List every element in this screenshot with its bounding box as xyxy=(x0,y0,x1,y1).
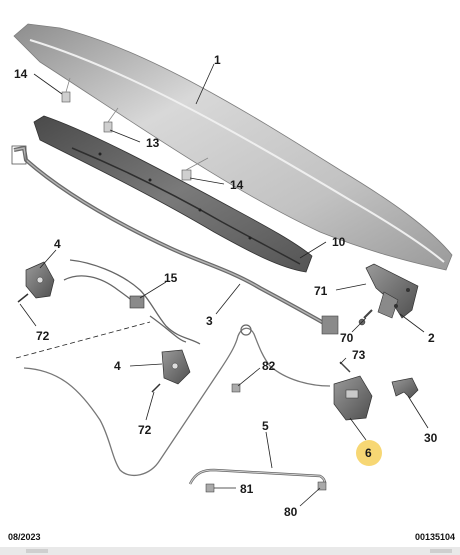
leader-82 xyxy=(237,367,261,387)
callout-2[interactable]: 2 xyxy=(428,331,435,345)
callout-4-upper[interactable]: 4 xyxy=(54,237,61,251)
leader-5 xyxy=(265,431,273,469)
leader-73 xyxy=(339,357,347,365)
bottom-tab-left xyxy=(26,549,48,553)
bonnet-buffer-clip-left[interactable] xyxy=(61,77,71,103)
leader-72a xyxy=(19,303,37,327)
dashed-link-line xyxy=(15,321,151,359)
diagram-reference-number: 00135104 xyxy=(414,532,455,542)
leader-10 xyxy=(299,241,327,259)
leader-15 xyxy=(139,281,167,299)
callout-82[interactable]: 82 xyxy=(262,359,276,373)
bottom-tab-right xyxy=(430,549,452,553)
leader-14b xyxy=(189,177,225,185)
leader-3 xyxy=(215,283,241,315)
callout-6[interactable]: 6 xyxy=(365,446,372,460)
leader-13 xyxy=(109,129,141,143)
callout-14-lower[interactable]: 14 xyxy=(230,178,244,192)
bonnet-panel[interactable] xyxy=(13,23,453,271)
callout-6-highlight xyxy=(356,440,382,466)
lock-bracket[interactable] xyxy=(391,377,419,399)
stay-rod-clip-81[interactable] xyxy=(205,483,215,493)
callout-3[interactable]: 3 xyxy=(206,314,213,328)
bonnet-stay-rod[interactable] xyxy=(188,468,327,487)
callout-72-lower[interactable]: 72 xyxy=(138,423,152,437)
cable-clip-82[interactable] xyxy=(231,383,241,393)
leader-6 xyxy=(349,417,367,441)
callout-13[interactable]: 13 xyxy=(146,136,160,150)
safety-catch-upper[interactable] xyxy=(17,261,55,303)
bonnet-hinge[interactable] xyxy=(365,263,419,319)
leader-14a xyxy=(33,73,63,95)
release-cable-loop[interactable] xyxy=(23,324,331,477)
bonnet-lock-lower[interactable] xyxy=(151,349,191,393)
callout-71[interactable]: 71 xyxy=(314,284,328,298)
diagram-date: 08/2023 xyxy=(8,532,41,542)
leader-70 xyxy=(351,317,367,333)
callout-30[interactable]: 30 xyxy=(424,431,438,445)
leader-80 xyxy=(299,487,321,507)
callout-1[interactable]: 1 xyxy=(214,53,221,67)
leader-72b xyxy=(145,391,155,421)
callout-14-upper[interactable]: 14 xyxy=(14,67,28,81)
callout-73[interactable]: 73 xyxy=(352,348,366,362)
bonnet-insulation-panel[interactable] xyxy=(33,115,313,273)
bonnet-seal-strip[interactable] xyxy=(11,145,339,335)
bonnet-release-cable[interactable] xyxy=(63,259,201,345)
callout-70[interactable]: 70 xyxy=(340,331,354,345)
callout-72-upper[interactable]: 72 xyxy=(36,329,50,343)
callout-5[interactable]: 5 xyxy=(262,419,269,433)
lock-screw-73[interactable] xyxy=(339,361,351,373)
callout-15[interactable]: 15 xyxy=(164,271,178,285)
leader-1 xyxy=(195,63,215,105)
bonnet-stop-clip[interactable] xyxy=(103,107,119,133)
stay-rod-holder-80[interactable] xyxy=(317,481,327,491)
leader-30 xyxy=(407,395,429,429)
leader-71 xyxy=(335,283,367,291)
callout-10[interactable]: 10 xyxy=(332,235,346,249)
leader-4b xyxy=(129,363,163,367)
callout-4-lower[interactable]: 4 xyxy=(114,359,121,373)
bonnet-buffer-clip-right[interactable] xyxy=(181,157,209,181)
bonnet-lock-assembly[interactable] xyxy=(333,375,373,421)
callout-81[interactable]: 81 xyxy=(240,482,254,496)
leader-4a xyxy=(39,249,57,269)
callout-80[interactable]: 80 xyxy=(284,505,298,519)
leader-2 xyxy=(399,313,425,333)
bottom-bar xyxy=(0,547,460,555)
